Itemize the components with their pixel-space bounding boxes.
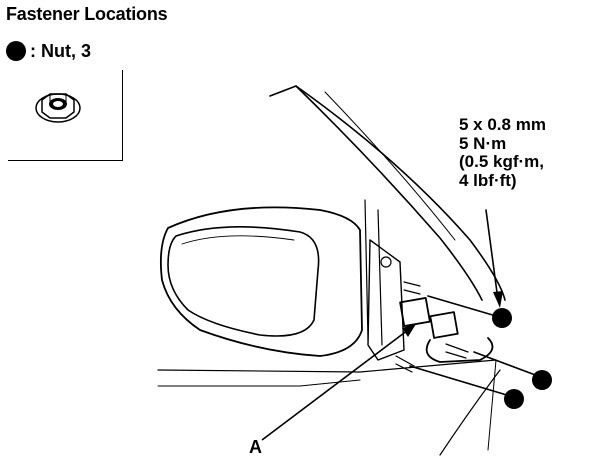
window-channel <box>364 199 383 346</box>
leader-line-lower <box>409 365 511 397</box>
door-panel-edge <box>487 359 497 451</box>
spec-line-size: 5 x 0.8 mm <box>459 115 546 134</box>
spec-line-kgfm: (0.5 kgf·m, <box>459 152 545 171</box>
callout-label-a: A <box>249 437 262 457</box>
spec-line-nm: 5 N·m <box>459 133 507 153</box>
door-sill-line-2 <box>157 379 361 387</box>
nut-middle <box>429 311 459 339</box>
stud-lower <box>395 355 415 373</box>
nut-location-dot-3 <box>504 389 524 409</box>
mirror-housing <box>159 206 363 357</box>
torque-spec: 5 x 0.8 mm 5 N·m (0.5 kgf·m, 4 lbf·ft) <box>459 115 546 190</box>
mounting-plate <box>367 239 405 361</box>
door-frame-edge <box>324 91 456 241</box>
harness-connector <box>425 337 494 363</box>
nut-location-dot-2 <box>532 370 552 390</box>
mirror-glass-inner <box>181 235 295 245</box>
spec-arrow-line <box>485 209 499 301</box>
leader-line-middle <box>473 351 539 377</box>
fastener-legend: : Nut, 3 <box>6 38 91 64</box>
nut-inset-box <box>8 70 123 161</box>
mirror-glass <box>167 226 320 337</box>
harness-bolt <box>445 343 469 359</box>
door-panel-curve <box>439 369 501 456</box>
door-frame-outer <box>269 85 506 301</box>
filled-circle-icon <box>6 41 26 61</box>
callout-a-arrow-line <box>261 329 409 441</box>
leader-line-upper <box>427 295 497 317</box>
stud-upper <box>403 281 421 295</box>
door-frame-inner <box>295 85 483 301</box>
nut-upper <box>399 297 431 327</box>
nut-location-dot-1 <box>492 308 512 328</box>
callout-a-arrow-head <box>402 324 416 337</box>
spec-arrow-head <box>493 291 503 308</box>
spec-line-lbfft: 4 lbf·ft) <box>459 170 517 190</box>
flange-nut-icon <box>35 93 81 123</box>
page-title: Fastener Locations <box>6 4 168 24</box>
legend-label: : Nut, 3 <box>30 40 91 61</box>
plate-hole <box>380 256 392 268</box>
door-sill-line-1 <box>157 359 497 373</box>
